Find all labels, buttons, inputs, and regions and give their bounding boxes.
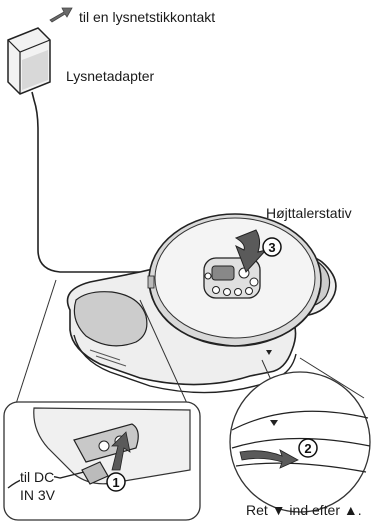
dc-in-label-line1: til DC [20, 469, 54, 485]
step3-number: 3 [268, 240, 275, 255]
alignment-instruction: Ret ▼ ind efter ▲. [246, 502, 362, 518]
cd-player [148, 214, 321, 346]
outlet-label: til en lysnetstikkontakt [79, 9, 215, 25]
stand-label: Højttalerstativ [266, 205, 352, 221]
adapter-label: Lysnetadapter [66, 68, 154, 84]
alignment-detail [230, 372, 370, 512]
step1-number: 1 [112, 475, 119, 490]
outlet-arrow-icon [50, 8, 72, 22]
dc-in-label-line2: IN 3V [20, 487, 55, 503]
step2-badge: 2 [299, 439, 317, 457]
power-adapter-icon [8, 28, 140, 272]
step1-badge: 1 [107, 473, 125, 491]
step2-number: 2 [304, 441, 311, 456]
step3-badge: 3 [263, 238, 281, 256]
